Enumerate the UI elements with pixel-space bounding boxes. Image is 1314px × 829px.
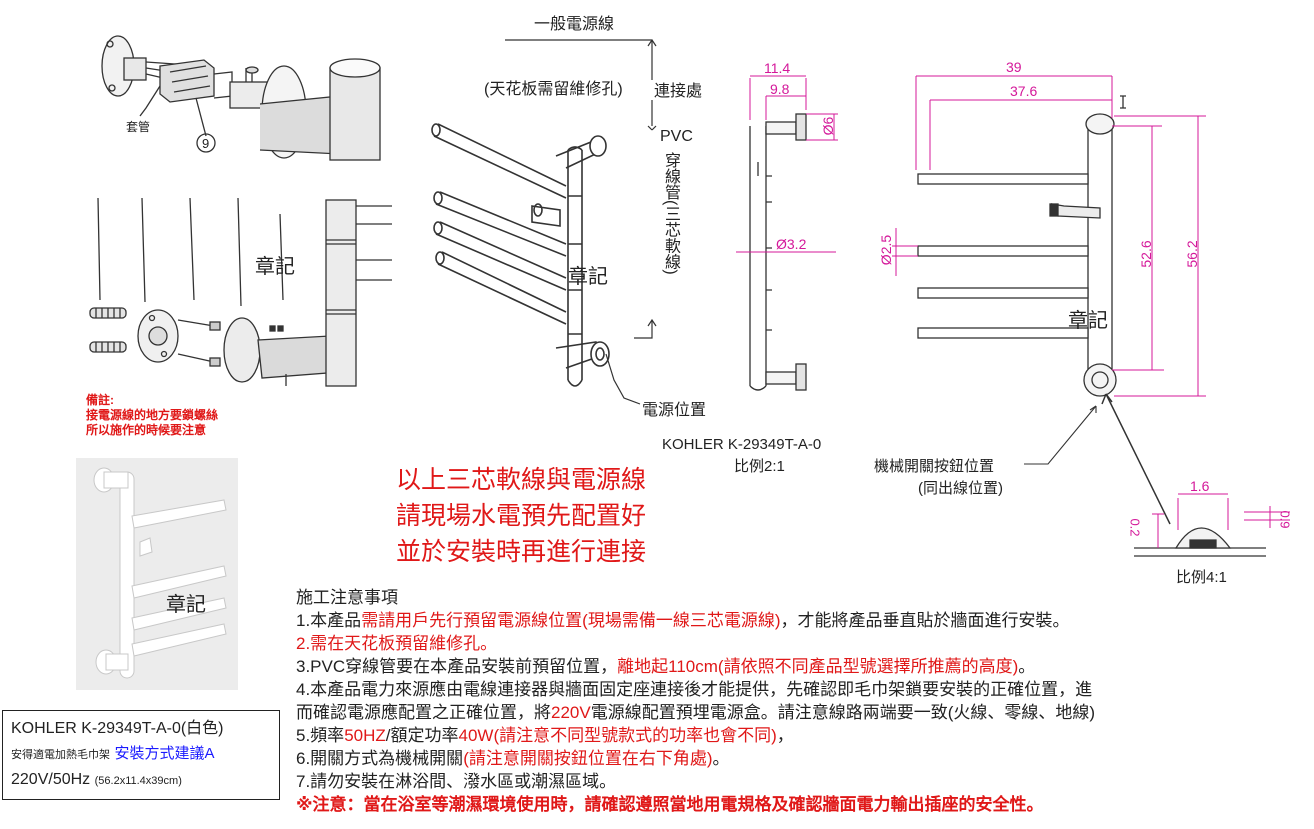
note-3-c: 。 xyxy=(1018,657,1036,676)
ceiling-maintenance-note: (天花板需留維修孔) xyxy=(484,81,623,98)
power-position-label: 電源位置 xyxy=(642,402,707,419)
note-4-c: 電源線配置預埋電源盒。請注意線路兩端要一致(火線、零線、地線) xyxy=(590,703,1096,722)
model-box-install-method: 安裝方式建議A xyxy=(114,745,215,762)
note-2: 2.需在天花板預留維修孔。 xyxy=(296,634,498,653)
dim-phi-3-2: Ø3.2 xyxy=(776,236,807,252)
stamp-label-3: 章記 xyxy=(1068,310,1108,332)
note-5-e: ， xyxy=(776,726,794,745)
model-box-line-1: KOHLER K-29349T-A-0(白色) xyxy=(11,720,224,737)
construction-notes: 施工注意事項 1.本產品需請用戶先行預留電源線位置(現場需備一線三芯電源線)，才… xyxy=(296,586,1312,816)
note-6-a: 6.開關方式為機械開關 xyxy=(296,749,464,768)
button-detail-drawing xyxy=(1134,493,1290,557)
sleeve-label: 套管 xyxy=(126,120,151,134)
note-5-a: 5.頻率 xyxy=(296,726,345,745)
red-notice-line-1: 以上三芯軟線與電源線 xyxy=(396,466,647,494)
model-box-product-name: 安得適電加熱毛巾架 xyxy=(11,749,110,761)
dim-9-8: 9.8 xyxy=(770,81,790,97)
note-5: 5.頻率50HZ/額定功率40W(請注意不同型號款式的功率也會不同)， xyxy=(296,724,1312,747)
model-box-line-3: 220V/50Hz (56.2x11.4x39cm) xyxy=(11,768,271,793)
product-photo-rack xyxy=(93,467,227,679)
note-5-c: /額定功率 xyxy=(385,726,459,745)
note-6-c: 。 xyxy=(712,749,730,768)
side-view-drawing xyxy=(736,75,838,391)
scale-2-1-label: 比例2:1 xyxy=(734,458,785,475)
notes-title: 施工注意事項 xyxy=(296,588,398,607)
note-4-b: 220V xyxy=(551,703,591,722)
part-number-label: 9 xyxy=(202,136,210,151)
remark-block: 備註: 接電源線的地方要鎖螺絲 所以施作的時候要注意 xyxy=(86,393,218,438)
red-wiring-notice: 以上三芯軟線與電源線 請現場水電預先配置好 並於安裝時再進行連接 xyxy=(396,462,646,570)
switch-position-sub-label: (同出線位置) xyxy=(918,480,1003,497)
remark-line-1: 接電源線的地方要鎖螺絲 xyxy=(86,408,219,422)
product-photo xyxy=(76,458,238,690)
scale-4-1-label: 比例4:1 xyxy=(1176,569,1227,586)
model-box-voltage: 220V/50Hz xyxy=(11,771,91,788)
note-4-a: 而確認電源應配置之正確位置，將 xyxy=(296,703,551,722)
dim-56-2: 56.2 xyxy=(1184,240,1200,268)
wall-mount-exploded-drawing xyxy=(89,197,392,387)
stamp-label-1: 章記 xyxy=(255,256,295,278)
red-notice-line-2: 請現場水電預先配置好 xyxy=(396,502,647,530)
dim-52-6: 52.6 xyxy=(1138,240,1154,268)
dim-1-6: 1.6 xyxy=(1190,478,1210,494)
dim-phi-2-5: Ø2.5 xyxy=(878,234,894,266)
safety-warning: ※注意：當在浴室等潮濕環境使用時，請確認遵照當地用電規格及確認牆面電力輸出插座的… xyxy=(296,795,1044,814)
connector-assembly-drawing xyxy=(101,35,381,161)
note-3: 3.PVC穿線管要在本產品安裝前預留位置，離地起110cm(請依照不同產品型號選… xyxy=(296,655,1312,678)
stamp-label-4: 章記 xyxy=(166,594,206,616)
remark-line-2: 所以施作的時候要注意 xyxy=(86,423,207,437)
connection-point-label: 連接處 xyxy=(654,83,703,100)
note-3-b: 離地起110cm(請依照不同產品型號選擇所推薦的高度) xyxy=(617,657,1019,676)
model-info-box: KOHLER K-29349T-A-0(白色) 安得適電加熱毛巾架 安裝方式建議… xyxy=(2,710,280,800)
dim-0-9: 0.9 xyxy=(1277,510,1293,529)
model-box-line-2: 安得適電加熱毛巾架 安裝方式建議A xyxy=(11,741,271,768)
note-5-b: 50HZ xyxy=(344,726,386,745)
stamp-label-2: 章記 xyxy=(568,266,608,288)
dim-11-4: 11.4 xyxy=(764,60,791,76)
note-4-line-1: 4.本產品電力來源應由電線連接器與牆面固定座連接後才能提供，先確認即毛巾架鎖要安… xyxy=(296,680,1093,699)
towel-rack-perspective-drawing xyxy=(431,123,641,405)
model-box-size: (56.2x11.4x39cm) xyxy=(94,775,182,787)
pvc-conduit-vertical-label: 穿線管(三芯軟線) xyxy=(662,152,679,275)
general-cable-label: 一般電源線 xyxy=(534,16,615,33)
note-1-b: 需請用戶先行預留電源線位置(現場需備一線三芯電源線) xyxy=(361,611,781,630)
note-6: 6.開關方式為機械開關(請注意開關按鈕位置在右下角處)。 xyxy=(296,747,1312,770)
dim-37-6: 37.6 xyxy=(1010,83,1038,99)
note-6-b: (請注意開關按鈕位置在右下角處) xyxy=(463,749,713,768)
cable-routing-lines xyxy=(505,39,657,339)
note-4-line-2: 而確認電源應配置之正確位置，將220V電源線配置預埋電源盒。請注意線路兩端要一致… xyxy=(296,701,1312,724)
dim-0-2: 0.2 xyxy=(1127,518,1143,537)
note-3-a: 3.PVC穿線管要在本產品安裝前預留位置， xyxy=(296,657,618,676)
remark-title: 備註: xyxy=(86,393,114,407)
model-center-label: KOHLER K-29349T-A-0 xyxy=(662,436,822,453)
note-1-c: ，才能將產品垂直貼於牆面進行安裝。 xyxy=(780,611,1070,630)
note-1: 1.本產品需請用戶先行預留電源線位置(現場需備一線三芯電源線)，才能將產品垂直貼… xyxy=(296,609,1312,632)
note-5-d: 40W(請注意不同型號款式的功率也會不同) xyxy=(458,726,777,745)
note-7: 7.請勿安裝在淋浴間、潑水區或潮濕區域。 xyxy=(296,772,617,791)
dim-39: 39 xyxy=(1006,59,1022,75)
red-notice-line-3: 並於安裝時再進行連接 xyxy=(396,538,647,566)
pvc-label: PVC xyxy=(660,128,693,145)
note-1-a: 1.本產品 xyxy=(296,611,362,630)
front-view-drawing xyxy=(892,75,1206,525)
dim-phi-6: Ø6 xyxy=(820,116,836,136)
switch-position-label: 機械開關按鈕位置 xyxy=(874,458,995,475)
